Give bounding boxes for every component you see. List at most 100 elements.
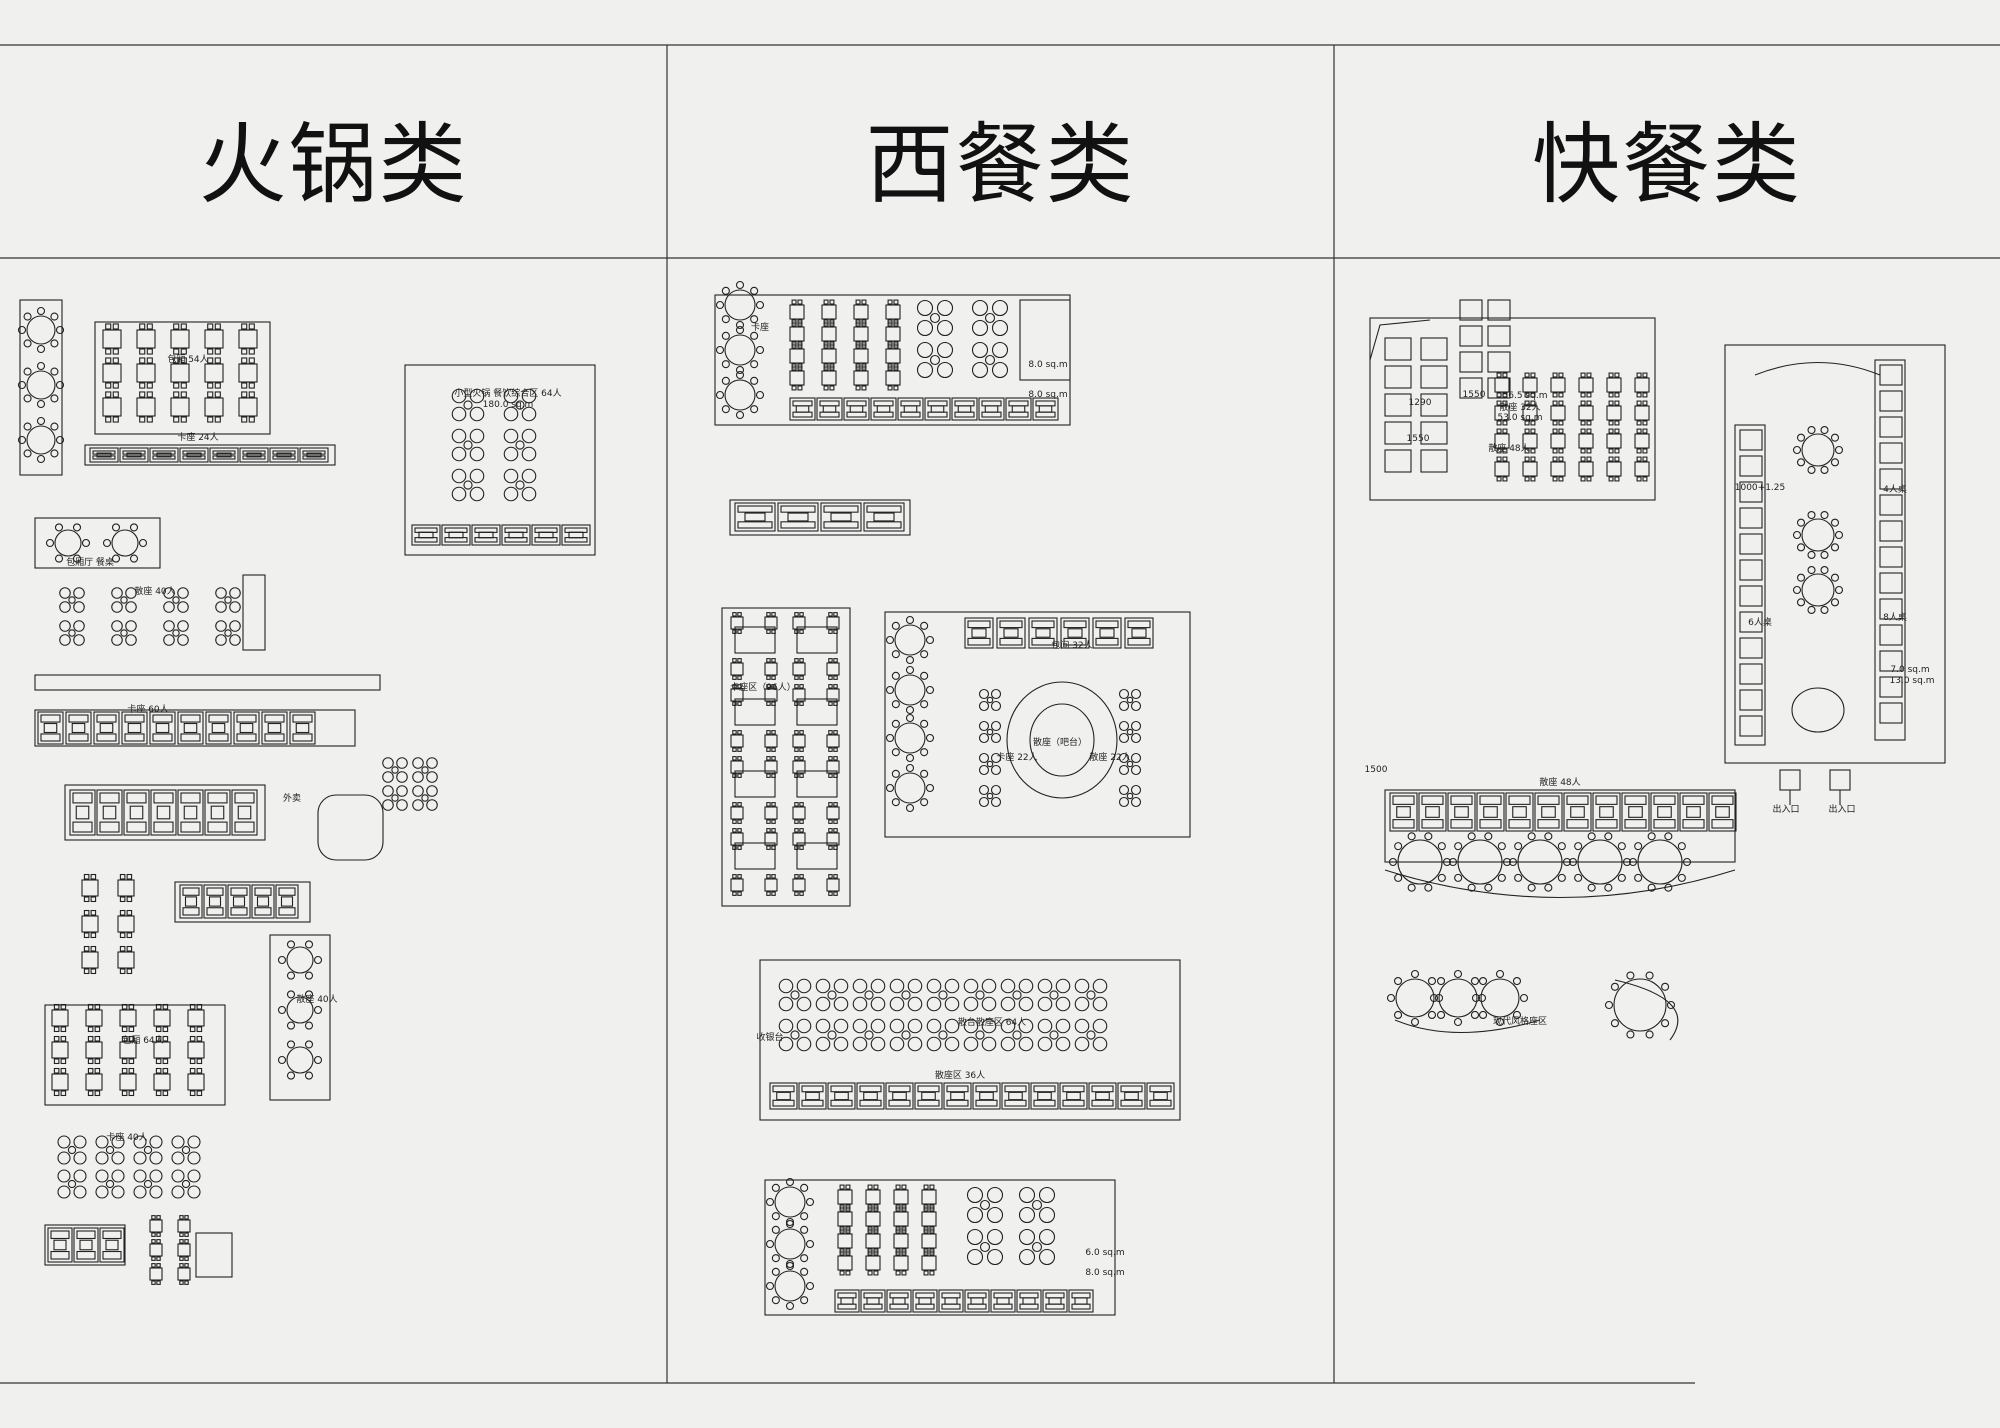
chair [1055,978,1071,994]
chair [771,684,776,689]
booth-seat [993,1303,1013,1310]
chair [1130,720,1142,732]
chair [920,650,929,659]
chair [55,435,65,445]
chair [1467,832,1476,841]
chair [133,1135,147,1149]
booth-seat [1392,819,1415,829]
booth-seat [999,637,1023,646]
booth-seat [72,821,93,833]
chair [1467,883,1476,892]
chair [111,601,123,613]
chair [1038,1248,1056,1266]
chair [105,382,112,389]
chair [1454,873,1463,882]
chair [503,446,519,462]
chair [146,348,153,355]
booth-table [1541,806,1556,818]
chair [1530,448,1536,454]
chair [1527,883,1536,892]
chair [721,286,730,295]
chair [1608,372,1614,378]
chair [845,1250,851,1256]
chair [797,365,803,371]
chair [1386,993,1396,1003]
chair [737,828,742,833]
plan-label: 1000+1.25 [1735,483,1785,493]
chair [72,523,82,532]
square-table [853,370,869,386]
chair [737,629,742,634]
chair [90,932,97,939]
chair [111,1185,125,1199]
booth-seat [254,887,272,896]
plan-label: 卡座 40人 [106,1131,147,1143]
booth [1879,416,1903,438]
booth [471,524,501,546]
booth-seat [859,1099,882,1107]
booth [914,1082,943,1110]
plan-wall [34,674,381,691]
square-table [1578,461,1594,477]
round-table [724,289,756,321]
chair [53,1058,60,1065]
chair [1018,1186,1036,1204]
bar-counter [317,794,384,861]
chair [732,756,737,761]
square-table [153,1009,171,1027]
chair [121,1035,128,1042]
booth-table [237,805,252,820]
table-block [1459,377,1483,399]
square-table [1494,405,1510,421]
plan-wall [1734,424,1766,746]
dining-table [796,842,838,870]
chair [799,891,804,896]
booth [943,1082,972,1110]
chair [833,978,849,994]
round-table [1012,990,1022,1000]
chair [833,1018,849,1034]
chair [926,1018,942,1034]
square-table [821,326,837,342]
chair [111,1169,125,1183]
round-table [286,946,314,974]
booth [1739,715,1763,737]
chair [521,388,537,404]
chair [126,968,133,975]
chair [151,1215,156,1220]
round-table [105,1145,115,1155]
booth-table [996,1297,1010,1305]
booth [1739,663,1763,685]
chair [771,1212,780,1221]
chair [861,321,867,327]
chair [286,1021,296,1030]
chair [469,446,485,462]
chair [1552,420,1558,426]
booth-seat [302,450,326,455]
square-table [1494,377,1510,393]
chair [791,365,797,371]
chair [60,1003,67,1010]
chair [1820,605,1829,615]
chair [1437,842,1446,851]
square-table [149,1267,163,1281]
chair [1664,832,1673,841]
square-table [177,1267,191,1281]
booth-table [1396,806,1411,818]
chair [248,416,255,423]
chair [771,747,776,752]
chair [1427,1010,1437,1020]
chair [845,1206,851,1212]
chair [1834,530,1844,540]
chair [196,1058,203,1065]
chair [1496,400,1502,406]
chair [885,733,895,743]
chair [1580,400,1586,406]
chair [737,701,742,706]
chair [870,978,886,994]
chair [503,486,519,502]
booth [1032,397,1059,421]
chair [1524,448,1530,454]
booth-seat [823,521,859,529]
booth-seat [212,455,236,460]
